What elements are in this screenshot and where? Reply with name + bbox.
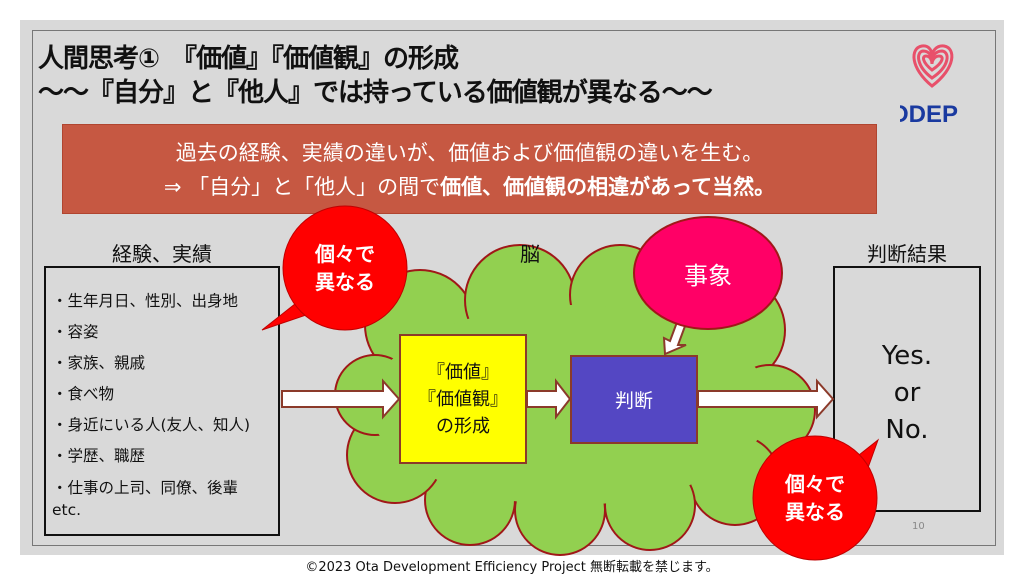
title-line2: ～～『自分』と『他人』では持っている価値観が異なる～～	[38, 78, 713, 108]
list-item: ・生年月日、性別、出身地	[52, 292, 239, 310]
summary-banner: 過去の経験、実績の違いが、価値および価値観の違いを生む。 ⇒ 「自分」と「他人」…	[62, 124, 877, 214]
list-item: ・容姿	[52, 323, 99, 341]
list-item: ・身近にいる人(友人、知人)	[52, 416, 251, 434]
arrow-to-judge	[526, 378, 572, 420]
bubble1-text: 個々で異なる	[285, 240, 405, 296]
arrow-to-values	[281, 378, 401, 420]
bubble1-line1: 個々で	[315, 242, 375, 266]
heart-icon	[912, 44, 954, 88]
logo-text: ODEP	[900, 101, 958, 128]
banner-line2-prefix: ⇒ 「自分」と「他人」の間で	[163, 175, 441, 199]
bubble2-line2: 異なる	[785, 500, 845, 524]
result-yes: Yes.	[881, 341, 933, 371]
experience-list: ・生年月日、性別、出身地 ・容姿 ・家族、親戚 ・食べ物 ・身近にいる人(友人、…	[44, 266, 280, 536]
page-number: 10	[912, 521, 925, 532]
banner-line2-bold: 価値、価値観の相違があって当然。	[440, 175, 776, 199]
result-text: Yes. or No.	[833, 338, 981, 449]
bubble2-line1: 個々で	[785, 472, 845, 496]
list-item: ・仕事の上司、同僚、後輩	[52, 479, 239, 497]
result-no: No.	[885, 415, 929, 445]
title-line1: 人間思考① 『価値』『価値観』の形成	[38, 44, 459, 74]
list-item: ・食べ物	[52, 385, 115, 403]
bubble1-line2: 異なる	[315, 270, 375, 294]
banner-line2: ⇒ 「自分」と「他人」の間で価値、価値観の相違があって当然。	[63, 170, 876, 204]
values-line: の形成	[436, 415, 490, 437]
banner-line1: 過去の経験、実績の違いが、価値および価値観の違いを生む。	[175, 141, 764, 165]
result-or: or	[893, 378, 921, 408]
judgement-box: 判断	[570, 355, 698, 444]
left-heading: 経験、実績	[112, 242, 212, 266]
list-item: etc.	[52, 501, 82, 519]
arrow-to-result	[697, 378, 835, 420]
bubble2-text: 個々で異なる	[755, 470, 875, 526]
list-item: ・家族、親戚	[52, 354, 146, 372]
event-label: 事象	[684, 262, 732, 290]
event-circle	[633, 216, 783, 330]
values-line: 『価値』	[427, 361, 499, 383]
arrow-input	[281, 312, 835, 420]
right-heading: 判断結果	[867, 242, 947, 266]
list-item: ・学歴、職歴	[52, 447, 146, 465]
slide-frame	[32, 30, 996, 546]
bubble1-shape	[261, 205, 408, 331]
brain-heading: 脳	[520, 242, 540, 266]
odep-logo: ODEP	[900, 44, 958, 128]
bubble2-shape	[752, 435, 880, 561]
values-formation-box: 『価値』 『価値観』 の形成	[399, 334, 527, 464]
values-line: 『価値観』	[418, 388, 508, 410]
footer-copyright: ©2023 Ota Development Efficiency Project…	[305, 560, 719, 575]
